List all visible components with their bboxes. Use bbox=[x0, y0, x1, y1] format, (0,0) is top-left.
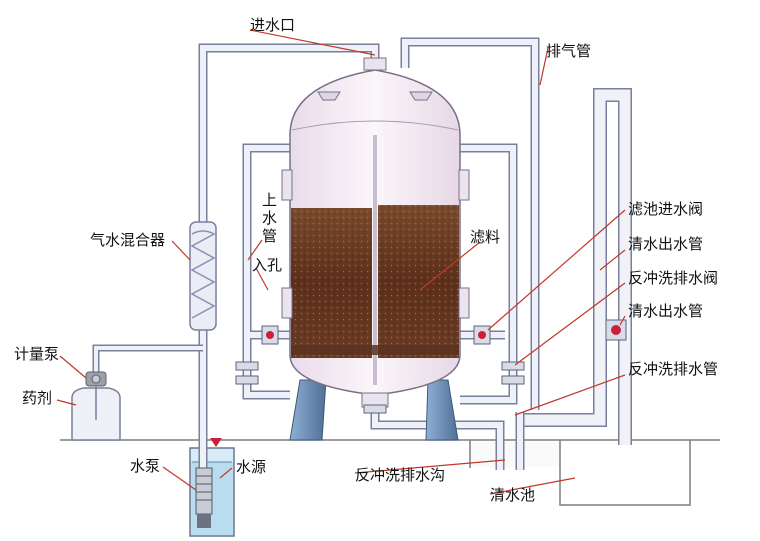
valves bbox=[235, 319, 627, 414]
filter-tank bbox=[281, 57, 470, 441]
air-water-mixer bbox=[189, 221, 217, 331]
label-clean-water-outlet-pipe-1: 清水出水管 bbox=[628, 235, 703, 253]
label-exhaust-pipe: 排气管 bbox=[546, 42, 591, 60]
label-inlet: 进水口 bbox=[250, 16, 295, 34]
label-clean-water-tank: 清水池 bbox=[490, 486, 535, 504]
label-upper-water-pipe-2: 水 bbox=[262, 209, 277, 227]
label-water-pump: 水泵 bbox=[130, 457, 160, 475]
leader-lines bbox=[56, 29, 626, 495]
reagent-tank bbox=[71, 386, 121, 441]
labels: 进水口 排气管 滤池进水阀 清水出水管 反冲洗排水阀 清水出水管 反冲洗排水管 … bbox=[14, 16, 718, 504]
label-clean-water-outlet-pipe-2: 清水出水管 bbox=[628, 302, 703, 320]
label-upper-water-pipe-1: 上 bbox=[262, 191, 277, 209]
label-upper-water-pipe-3: 管 bbox=[262, 227, 277, 245]
label-air-water-mixer: 气水混合器 bbox=[90, 231, 165, 249]
label-metering-pump: 计量泵 bbox=[14, 345, 59, 363]
label-water-source: 水源 bbox=[236, 458, 266, 476]
label-filter-inlet-valve: 滤池进水阀 bbox=[628, 200, 703, 218]
water-pump bbox=[195, 467, 213, 528]
metering-pump bbox=[85, 371, 107, 387]
label-backwash-drain-ditch: 反冲洗排水沟 bbox=[355, 466, 445, 484]
label-reagent: 药剂 bbox=[22, 389, 52, 407]
label-filter-media: 滤料 bbox=[470, 228, 500, 246]
label-backwash-drain-pipe: 反冲洗排水管 bbox=[628, 360, 718, 378]
label-manhole: 入孔 bbox=[252, 256, 282, 274]
label-backwash-drain-valve: 反冲洗排水阀 bbox=[628, 269, 718, 287]
